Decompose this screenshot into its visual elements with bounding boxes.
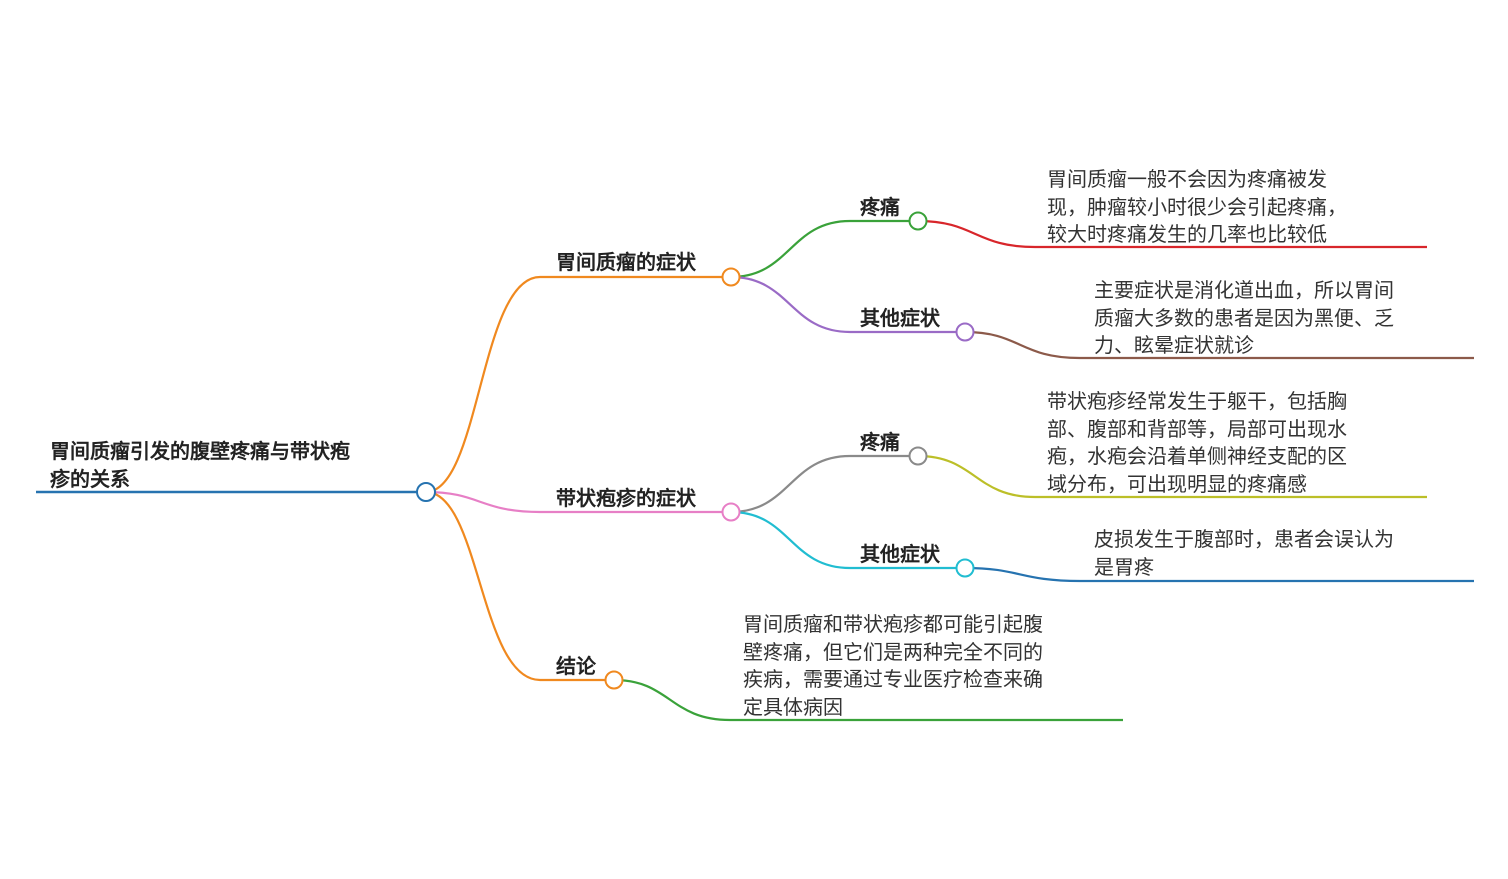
branch-conclusion[interactable]: 结论 [556, 654, 596, 678]
detail-line: 较大时疼痛发生的几率也比较低 [1047, 222, 1327, 246]
gist-other-detail: 主要症状是消化道出血，所以胃间 质瘤大多数的患者是因为黑便、乏 力、眩晕症状就诊 [1094, 277, 1394, 360]
detail-line: 力、眩晕症状就诊 [1094, 333, 1254, 357]
root-topic[interactable]: 胃间质瘤引发的腹壁疼痛与带状疱 疹的关系 [50, 437, 350, 493]
edge-shingles-to-pain [730, 454, 918, 514]
conclusion-node[interactable] [604, 670, 624, 690]
shingles-pain-node[interactable] [908, 446, 928, 466]
shingles-pain-topic[interactable]: 疼痛 [860, 430, 900, 454]
branch-gist-symptoms[interactable]: 胃间质瘤的症状 [556, 250, 696, 274]
detail-line: 皮损发生于腹部时，患者会误认为 [1094, 527, 1394, 551]
shingles-other-detail: 皮损发生于腹部时，患者会误认为 是胃疼 [1094, 526, 1394, 581]
gist-other-node[interactable] [955, 322, 975, 342]
detail-line: 部、腹部和背部等，局部可出现水 [1047, 416, 1347, 441]
detail-line: 疾病，需要通过专业医疗检查来确 [743, 667, 1043, 691]
edge-gist-to-pain [730, 219, 918, 279]
conclusion-detail: 胃间质瘤和带状疱疹都可能引起腹 壁疼痛，但它们是两种完全不同的 疾病，需要通过专… [743, 611, 1043, 721]
shingles-other-topic[interactable]: 其他症状 [860, 542, 940, 566]
gist-pain-detail: 胃间质瘤一般不会因为疼痛被发 现，肿瘤较小时很少会引起疼痛， 较大时疼痛发生的几… [1047, 166, 1347, 249]
edge-root-to-conclusion [425, 490, 614, 682]
detail-line: 定具体病因 [743, 694, 843, 719]
detail-line: 疱，水疱会沿着单侧神经支配的区 [1047, 444, 1347, 468]
edge-shingles-to-other [730, 510, 965, 570]
gist-other-topic[interactable]: 其他症状 [860, 306, 940, 330]
detail-line: 质瘤大多数的患者是因为黑便、乏 [1094, 305, 1394, 330]
detail-line: 带状疱疹经常发生于躯干，包括胸 [1047, 389, 1347, 413]
detail-line: 是胃疼 [1094, 554, 1154, 579]
detail-line: 主要症状是消化道出血，所以胃间 [1094, 278, 1394, 302]
shingles-symptoms-node[interactable] [721, 502, 741, 522]
detail-line: 壁疼痛，但它们是两种完全不同的 [743, 639, 1043, 664]
root-line-1: 胃间质瘤引发的腹壁疼痛与带状疱 [50, 439, 350, 463]
edge-conclusion-detail [613, 678, 1123, 722]
edge-gist-other-detail [964, 330, 1474, 360]
edge-gist-pain-detail [917, 219, 1427, 249]
shingles-other-node[interactable] [955, 558, 975, 578]
root-line-2: 疹的关系 [50, 467, 130, 491]
gist-pain-topic[interactable]: 疼痛 [860, 195, 900, 219]
edge-gist-to-other [730, 275, 965, 334]
root-node[interactable] [416, 482, 436, 502]
gist-pain-node[interactable] [908, 211, 928, 231]
detail-line: 胃间质瘤一般不会因为疼痛被发 [1047, 167, 1327, 191]
branch-shingles-symptoms[interactable]: 带状疱疹的症状 [556, 486, 696, 510]
shingles-pain-detail: 带状疱疹经常发生于躯干，包括胸 部、腹部和背部等，局部可出现水 疱，水疱会沿着单… [1047, 388, 1347, 498]
detail-line: 现，肿瘤较小时很少会引起疼痛， [1047, 194, 1347, 219]
detail-line: 胃间质瘤和带状疱疹都可能引起腹 [743, 612, 1043, 636]
gist-symptoms-node[interactable] [721, 267, 741, 287]
edge-root-to-gist-symptoms [425, 275, 731, 494]
detail-line: 域分布，可出现明显的疼痛感 [1047, 471, 1307, 496]
edge-root-to-shingles-symptoms [425, 490, 731, 514]
edge-shingles-other-detail [964, 566, 1474, 583]
edge-shingles-pain-detail [917, 454, 1427, 499]
